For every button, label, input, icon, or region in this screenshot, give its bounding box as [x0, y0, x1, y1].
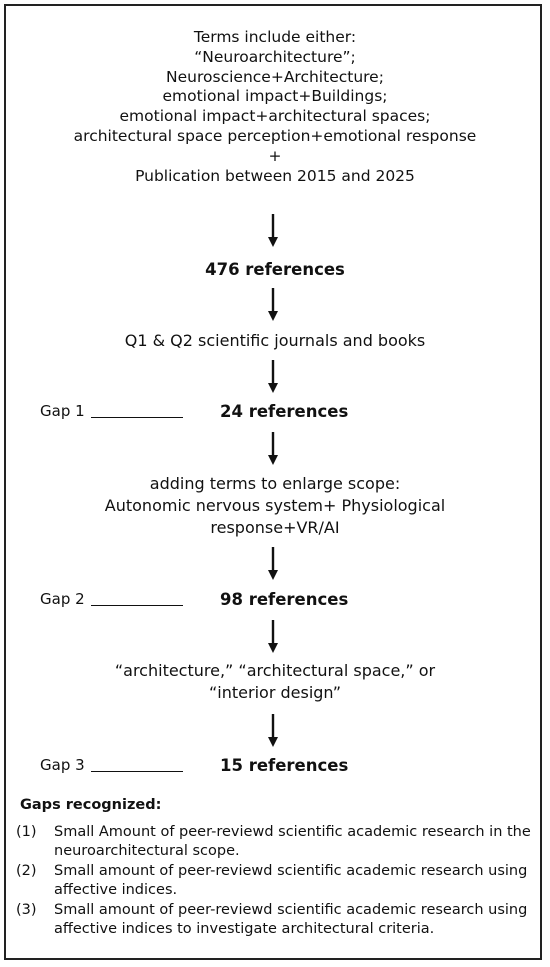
- filter-line: “architecture,” “architectural space,” o…: [114, 661, 436, 680]
- search-term-line: Terms include either:: [193, 28, 357, 46]
- gap-2-label: Gap 2: [40, 590, 183, 608]
- gap-underline: [90, 771, 183, 772]
- diagram-frame: [4, 4, 542, 960]
- filter-line: response+VR/AI: [210, 518, 340, 537]
- search-term-plus: +: [268, 146, 282, 165]
- gap-underline: [90, 417, 183, 418]
- down-arrow-icon: [268, 714, 278, 747]
- down-arrow-icon: [268, 360, 278, 393]
- filter-line: adding terms to enlarge scope:: [149, 474, 401, 493]
- gaps-list: (1) Small Amount of peer-reviewd scienti…: [16, 823, 536, 940]
- gap-item-text: Small Amount of peer-reviewd scientific …: [54, 824, 531, 859]
- gap-item: (2) Small amount of peer-reviewd scienti…: [16, 862, 536, 899]
- reference-count-15: 15 references: [220, 756, 349, 775]
- gap-item-number: (1): [16, 824, 37, 840]
- gap-underline: [90, 605, 183, 606]
- gap-item-text: Small amount of peer-reviewd scientific …: [54, 863, 528, 898]
- search-term-line: Publication between 2015 and 2025: [135, 166, 415, 185]
- search-term-line: emotional impact+architectural spaces;: [119, 107, 431, 126]
- search-term-line: emotional impact+Buildings;: [162, 87, 388, 106]
- gap-item-number: (2): [16, 863, 37, 879]
- search-term-line: architectural space perception+emotional…: [73, 126, 477, 145]
- gap-label-text: Gap 1: [40, 402, 85, 420]
- filter-architecture-terms: “architecture,” “architectural space,” o…: [0, 660, 550, 704]
- reference-count-24: 24 references: [220, 402, 349, 421]
- gaps-recognized-title: Gaps recognized:: [20, 797, 162, 813]
- down-arrow-icon: [268, 547, 278, 580]
- gap-item-text: Small amount of peer-reviewd scientific …: [54, 902, 528, 937]
- gap-label-text: Gap 3: [40, 756, 85, 774]
- gap-3-label: Gap 3: [40, 756, 183, 774]
- gap-item: (3) Small amount of peer-reviewd scienti…: [16, 901, 536, 938]
- search-terms-block: Terms include either: “Neuroarchitecture…: [0, 28, 550, 186]
- gap-label-text: Gap 2: [40, 590, 85, 608]
- filter-enlarge-scope: adding terms to enlarge scope: Autonomic…: [0, 473, 550, 539]
- filter-line: “interior design”: [209, 683, 341, 702]
- search-term-line: Neuroscience+Architecture;: [166, 67, 384, 86]
- filter-line: Autonomic nervous system+ Physiological: [104, 496, 446, 515]
- down-arrow-icon: [268, 432, 278, 465]
- reference-count-98: 98 references: [220, 590, 349, 609]
- down-arrow-icon: [268, 288, 278, 321]
- down-arrow-icon: [268, 620, 278, 653]
- reference-count-476: 476 references: [205, 260, 345, 279]
- filter-journals: Q1 & Q2 scientific journals and books: [124, 331, 426, 350]
- search-term-line: “Neuroarchitecture”;: [194, 47, 356, 66]
- down-arrow-icon: [268, 214, 278, 247]
- gap-item: (1) Small Amount of peer-reviewd scienti…: [16, 823, 536, 860]
- gap-item-number: (3): [16, 902, 37, 918]
- gap-1-label: Gap 1: [40, 402, 183, 420]
